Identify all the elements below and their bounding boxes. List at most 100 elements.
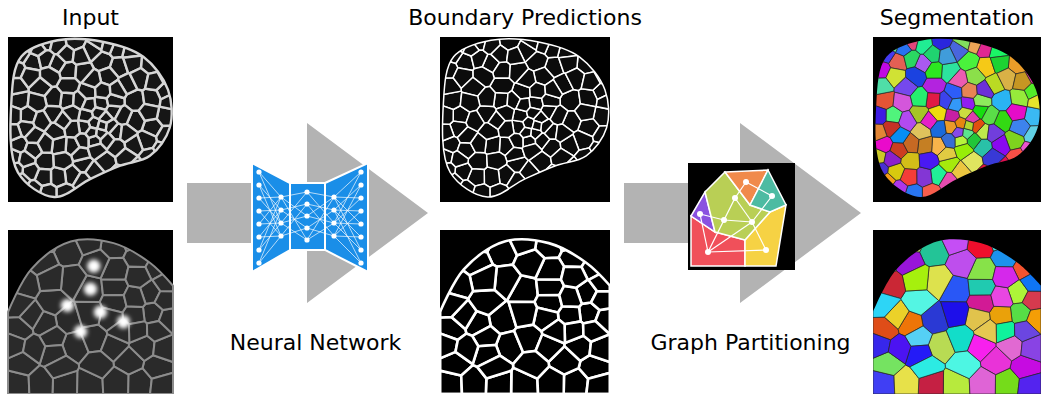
network-unit — [331, 207, 336, 212]
method-label: Neural Network — [230, 330, 401, 356]
graph-vertex — [697, 211, 703, 217]
cell — [922, 183, 941, 202]
cell — [140, 37, 161, 56]
cell — [509, 62, 528, 83]
cell — [71, 230, 103, 255]
cell — [21, 68, 40, 88]
cell — [88, 144, 107, 161]
cell — [930, 120, 946, 137]
cell — [8, 177, 20, 197]
cell — [95, 82, 110, 98]
cell — [79, 351, 114, 379]
micrograph — [8, 37, 173, 202]
cell — [968, 279, 996, 295]
neural-network-icon — [252, 163, 368, 272]
cell — [873, 230, 899, 251]
icon-ground — [688, 163, 795, 270]
cell — [1027, 93, 1041, 109]
image-panel: Boundary Predictions — [440, 37, 610, 394]
cell — [542, 319, 565, 343]
cell — [1018, 373, 1041, 394]
cell — [556, 124, 574, 143]
panel-heading: Input — [62, 5, 119, 31]
cell — [156, 181, 167, 202]
cell — [1023, 181, 1034, 202]
bright-nucleus — [117, 315, 130, 328]
cell — [541, 164, 566, 187]
cell — [1006, 104, 1027, 121]
cell — [962, 82, 978, 98]
cell — [939, 172, 958, 189]
cell — [890, 180, 908, 202]
network-unit — [331, 233, 336, 238]
network-link — [259, 197, 281, 224]
cell — [455, 333, 478, 364]
block-arrow — [187, 123, 428, 303]
cell — [53, 152, 73, 170]
cell — [44, 356, 79, 379]
network-unit — [278, 194, 283, 199]
cell — [440, 37, 455, 50]
cell — [466, 230, 498, 252]
cell — [119, 230, 146, 251]
cell — [916, 37, 933, 54]
cell — [1020, 269, 1041, 291]
cell — [1008, 184, 1024, 202]
network-link — [259, 198, 281, 223]
graph-vertex — [749, 219, 755, 225]
cell — [873, 189, 897, 202]
cell-group — [873, 230, 1041, 394]
panel-heading: Boundary Predictions — [408, 5, 642, 31]
network-link — [334, 185, 361, 236]
network-link — [307, 228, 334, 236]
cell — [896, 38, 912, 56]
cell — [964, 183, 986, 202]
bright-nucleus — [87, 260, 100, 273]
micrograph — [873, 37, 1041, 202]
cell — [8, 230, 33, 251]
network-link — [307, 223, 334, 240]
cell — [886, 68, 906, 88]
cell — [592, 181, 603, 202]
cell — [589, 141, 610, 162]
cell — [893, 92, 912, 112]
network-link — [334, 236, 361, 263]
network-link — [259, 185, 281, 210]
graph-vertex — [763, 247, 769, 253]
network-unit — [358, 182, 363, 187]
cell — [507, 47, 525, 65]
graph-vertex — [705, 249, 711, 255]
graph-vertex — [732, 195, 738, 201]
network-link — [334, 210, 361, 263]
cell — [125, 267, 151, 288]
image-ground — [440, 37, 610, 202]
cell — [473, 67, 494, 87]
cell-group — [440, 230, 610, 394]
network-unit — [358, 260, 363, 265]
network-unit — [358, 247, 363, 252]
network-link — [259, 197, 281, 250]
cell — [516, 98, 530, 111]
graph-edge — [746, 182, 772, 196]
network-unit — [256, 247, 261, 252]
cell — [460, 92, 480, 112]
cell — [110, 80, 127, 99]
graph-edge — [724, 198, 735, 220]
cell — [532, 120, 542, 130]
tissue-outline — [440, 239, 610, 394]
network-unit — [256, 195, 261, 200]
cell — [991, 286, 1013, 307]
cell — [23, 333, 45, 364]
cell — [561, 267, 588, 288]
cell — [440, 177, 452, 197]
cell — [532, 183, 555, 202]
cell — [119, 182, 139, 202]
image-ground — [8, 37, 173, 202]
network-link — [259, 236, 281, 263]
cell-group — [440, 37, 610, 202]
cell — [1024, 107, 1041, 126]
cell — [145, 230, 173, 253]
network-unit — [256, 221, 261, 226]
